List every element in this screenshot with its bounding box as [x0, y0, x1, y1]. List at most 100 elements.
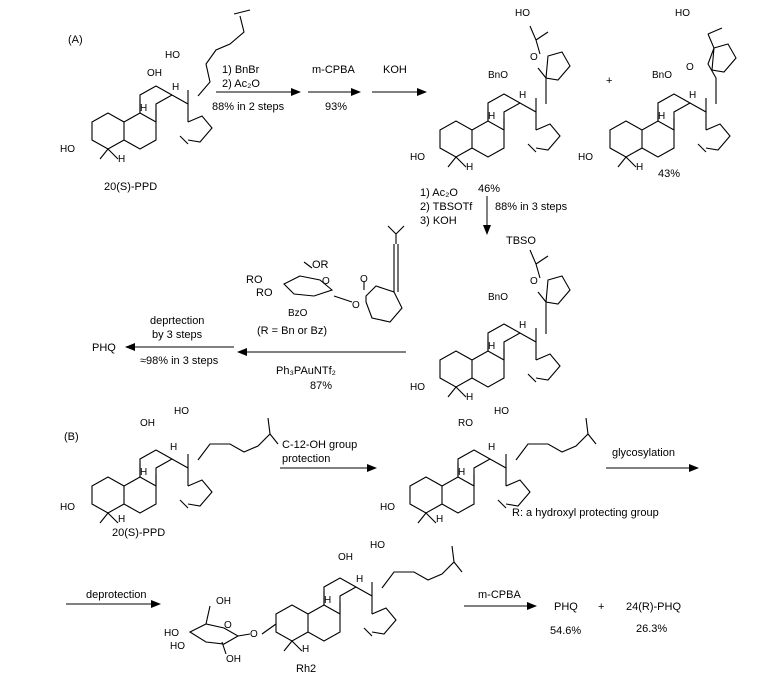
p2-ho: HO [578, 152, 593, 163]
product2-structure: HO BnO O HO H H H [578, 8, 737, 173]
ppd-structure: HO OH HO H H H [60, 9, 251, 165]
donor-ester-o: O [352, 300, 360, 311]
ppdb-name: 20(S)-PPD [112, 527, 165, 539]
plus-sign: + [606, 75, 612, 87]
donor-ro-mid: RO [256, 287, 273, 299]
pp-side-chain [515, 417, 597, 461]
step4-line2: 2) TBSOTf [420, 201, 473, 213]
rh2-structure: OH HO H H H O OH HO HO OH O [164, 540, 463, 665]
step5-reagent: Ph₃PAuNTf₂ [276, 365, 336, 377]
tbs-h3: H [466, 392, 473, 403]
b-step1-line2: protection [282, 453, 330, 465]
step1-line1: 1) BnBr [222, 64, 260, 76]
ppd-h3: H [118, 154, 125, 165]
p1-bno: BnO [488, 70, 508, 81]
tbs-o: O [530, 276, 538, 287]
sugar-oh-6: OH [216, 596, 231, 607]
b-r-note: R: a hydroxyl protecting group [512, 507, 659, 519]
step4-yield: 88% in 3 steps [495, 201, 568, 213]
pp-ho: HO [380, 502, 395, 513]
donor-ring-o: O [322, 276, 330, 287]
ppdb-oh: OH [140, 418, 155, 429]
sugar-ho-2: HO [170, 641, 185, 652]
step1-line2: 2) Ac₂O [222, 78, 260, 90]
tbs-h1: H [488, 341, 495, 352]
p1-h2: H [519, 90, 526, 101]
rh2-name: Rh2 [296, 663, 316, 675]
b-yield-1: 54.6% [550, 625, 581, 637]
sugar-bonds [188, 605, 277, 655]
ppdb-side-chain [197, 417, 279, 461]
product1-yield: 46% [478, 183, 500, 195]
product2-yield: 43% [658, 168, 680, 180]
step6-yield: ≈98% in 3 steps [140, 355, 219, 367]
ppd-oh: OH [147, 68, 162, 79]
tbs-ho: HO [410, 382, 425, 393]
sugar-ho-1: HO [164, 628, 179, 639]
b-product-phq: PHQ [554, 601, 578, 613]
part-a-label: (A) [68, 34, 83, 46]
ppd-name: 20(S)-PPD [104, 181, 157, 193]
step3-reagent: KOH [383, 64, 407, 76]
ppdb-h3: H [118, 514, 125, 525]
tbs-thf-ring [529, 249, 571, 334]
pp-h1: H [458, 467, 465, 478]
ppd-h1: H [140, 103, 147, 114]
step4-line3: 3) KOH [420, 215, 457, 227]
step6-line2: by 3 steps [152, 329, 203, 341]
pp-ho-20: HO [494, 406, 509, 417]
rh2-h1: H [324, 595, 331, 606]
b-product-24r-phq: 24(R)-PHQ [626, 601, 681, 613]
ppd-side-chain [197, 9, 251, 97]
rh2-ho-20: HO [370, 540, 385, 551]
pp-h3: H [436, 514, 443, 525]
p2-bno: BnO [652, 70, 672, 81]
ppdb-ho-20: HO [174, 406, 189, 417]
part-a: (A) HO OH HO H H H 20(S)-PPD 1) BnBr 2) … [60, 8, 737, 403]
tbs-product-structure: HO BnO O TBSO H H H [410, 235, 571, 403]
b-step2-reagent: glycosylation [612, 447, 675, 459]
product1-structure: HO BnO O HO H H H [410, 8, 571, 173]
p2-h2: H [689, 90, 696, 101]
tbs-h2: H [519, 320, 526, 331]
ppd-ho: HO [60, 144, 75, 155]
step2-yield: 93% [325, 101, 347, 113]
b-step1-line1: C-12-OH group [282, 439, 357, 451]
step4-line1: 1) Ac₂O [420, 187, 458, 199]
ppdb-h2: H [170, 442, 177, 453]
glycosyl-donor: OR RO RO BzO O O O (R = Bn or Bz) [246, 225, 405, 337]
b-yield-2: 26.3% [636, 623, 667, 635]
p2-h1: H [658, 111, 665, 122]
b-step4-reagent: m-CPBA [478, 589, 521, 601]
pp-h2: H [488, 442, 495, 453]
final-phq: PHQ [92, 342, 116, 354]
p1-h1: H [488, 111, 495, 122]
step1-yield: 88% in 2 steps [212, 101, 285, 113]
pp-ro: RO [458, 418, 473, 429]
step6-line1: deprtection [150, 315, 204, 327]
b-step3-reagent: deprotection [86, 589, 147, 601]
tbs-bno: BnO [488, 292, 508, 303]
donor-ro-top: RO [246, 274, 263, 286]
ppdb-ho: HO [60, 502, 75, 513]
sugar-ring-o: O [224, 620, 232, 631]
ppd-h2: H [172, 82, 179, 93]
rh2-oh: OH [338, 552, 353, 563]
ppd-ho-20: HO [165, 50, 180, 61]
b-plus: + [598, 601, 604, 613]
ppd-b-structure: HO OH HO H H H [60, 406, 279, 525]
p2-h3: H [636, 162, 643, 173]
step2-reagent: m-CPBA [312, 64, 355, 76]
rh2-glyco-o: O [250, 629, 258, 640]
p2-o: O [686, 62, 694, 73]
donor-r-note: (R = Bn or Bz) [257, 325, 327, 337]
part-b-label: (B) [64, 431, 79, 443]
sugar-oh-3: OH [226, 654, 241, 665]
donor-bonds [283, 225, 405, 323]
protected-ppd-structure: HO RO HO H H H [380, 406, 597, 525]
p1-h3: H [466, 162, 473, 173]
p1-o: O [530, 52, 538, 63]
donor-or: OR [312, 259, 329, 271]
rh2-h3: H [302, 644, 309, 655]
